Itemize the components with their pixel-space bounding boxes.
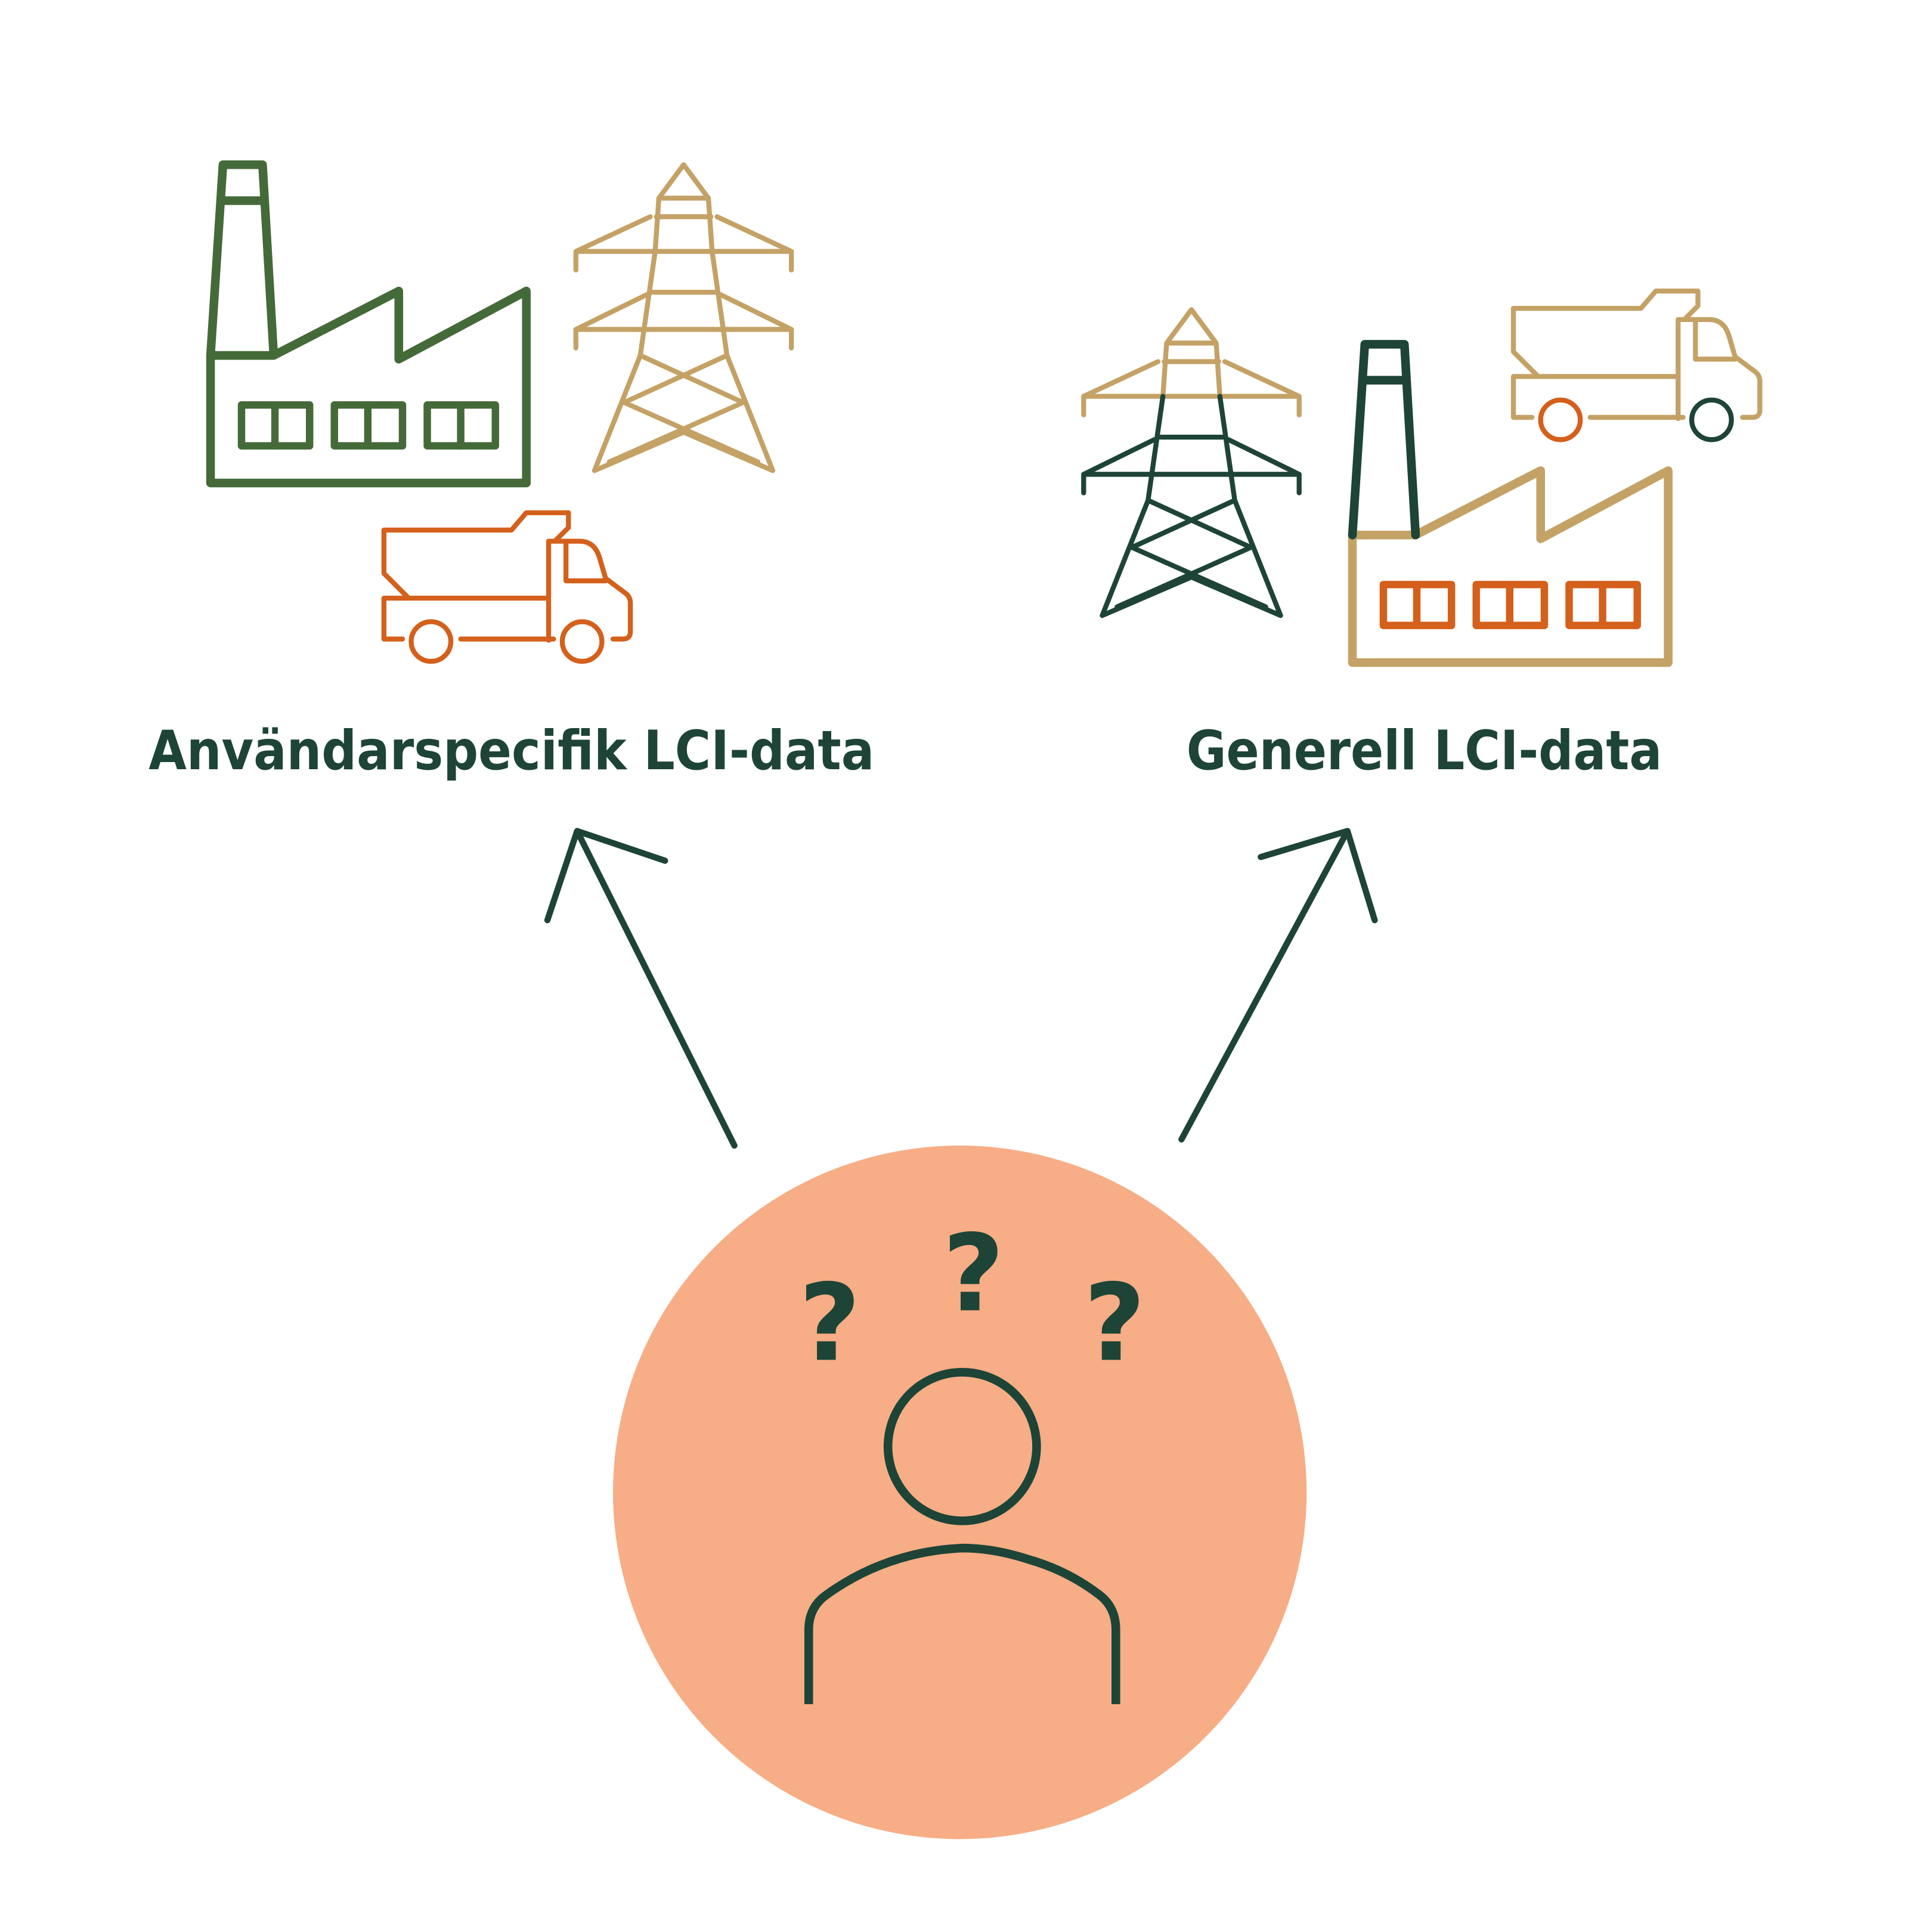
arrow-icon-left (544, 828, 738, 1149)
power-pylon-icon-left (576, 165, 791, 470)
person-background-circle (613, 1145, 1307, 1840)
label-user-specific: Användarspecifik LCI-data (148, 719, 874, 782)
question-mark-right: ? (1083, 1261, 1145, 1385)
power-pylon-icon-right (1083, 309, 1299, 615)
factory-icon-left (206, 160, 531, 488)
truck-icon-left (384, 513, 630, 664)
person-icon (804, 1367, 1120, 1704)
label-generic: Generell LCI-data (1187, 719, 1662, 782)
question-mark-left: ? (799, 1261, 861, 1385)
factory-icon-right (1348, 340, 1673, 667)
arrow-icon-right (1178, 828, 1378, 1143)
question-mark-center: ? (943, 1212, 1005, 1336)
truck-icon-right (1513, 291, 1760, 442)
